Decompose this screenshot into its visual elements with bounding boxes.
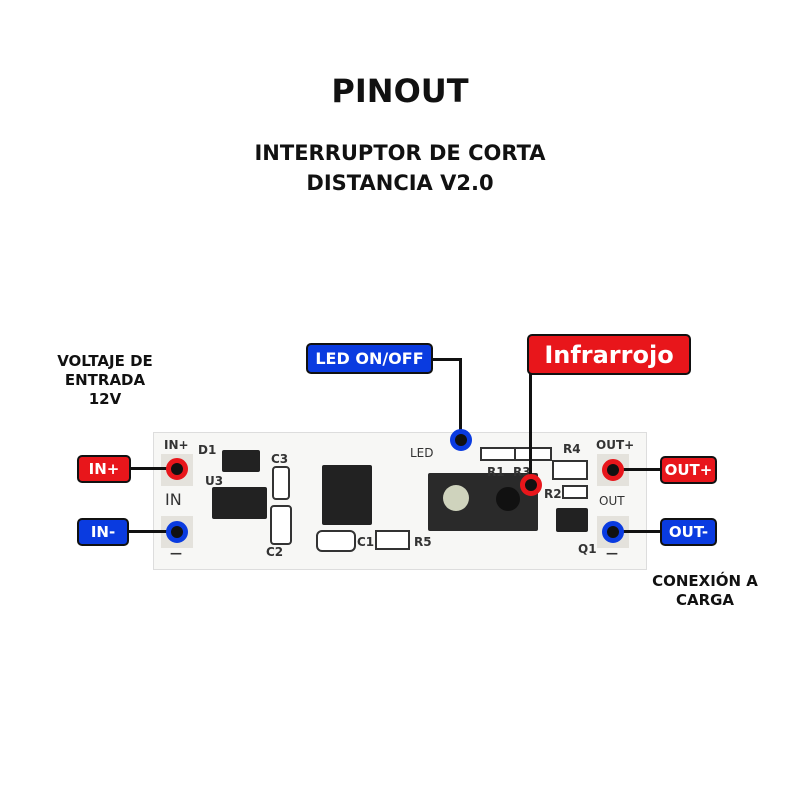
subtitle-line: DISTANCIA V2.0	[306, 171, 494, 195]
silk-label: Q1	[578, 542, 597, 556]
silk-label: —	[606, 546, 618, 560]
tag-out-minus: OUT-	[660, 518, 717, 546]
silk-label: R5	[414, 535, 432, 549]
silk-label: OUT+	[596, 438, 635, 452]
silk-label: LED	[410, 446, 434, 460]
capacitor-c1	[316, 530, 356, 552]
leader-line	[613, 530, 660, 533]
resistor-r1	[480, 447, 518, 461]
note-line: 12V	[88, 390, 122, 408]
resistor-r5	[375, 530, 410, 550]
resistor-r4	[552, 460, 588, 480]
tag-in-minus: IN-	[77, 518, 129, 546]
subtitle: INTERRUPTOR DE CORTA DISTANCIA V2.0	[0, 138, 800, 198]
silk-label: IN	[165, 490, 182, 509]
tag-infrared: Infrarrojo	[527, 334, 691, 375]
note-line: ENTRADA	[64, 371, 146, 389]
silk-label: R4	[563, 442, 581, 456]
note-line: CARGA	[675, 591, 735, 609]
subtitle-line: INTERRUPTOR DE CORTA	[254, 141, 546, 165]
pin-in-minus	[166, 521, 188, 543]
silk-label: R2	[544, 487, 562, 501]
silk-label: D1	[198, 443, 217, 457]
leader-line	[128, 530, 177, 533]
tag-in-plus: IN+	[77, 455, 131, 483]
silk-label: —	[170, 546, 182, 560]
silk-label: C2	[266, 545, 284, 559]
diode-d1	[222, 450, 260, 472]
note-line: VOLTAJE DE	[57, 352, 153, 370]
resistor-r2	[562, 485, 588, 499]
silk-label: C1	[357, 535, 375, 549]
pin-led	[450, 429, 472, 451]
pin-in-plus	[166, 458, 188, 480]
silk-label: IN+	[164, 438, 189, 452]
pin-out-minus	[602, 521, 624, 543]
pin-ir	[520, 474, 542, 496]
capacitor-c2	[270, 505, 292, 545]
leader-line	[432, 358, 462, 361]
ir-emitter-led	[443, 485, 469, 511]
leader-line	[613, 468, 660, 471]
silk-label: U3	[205, 474, 224, 488]
ic-chip	[322, 465, 372, 525]
leader-line	[529, 372, 532, 484]
leader-line	[130, 467, 177, 470]
pin-out-plus	[602, 459, 624, 481]
resistor-r3	[514, 447, 552, 461]
transistor-q1	[556, 508, 588, 532]
silk-label: C3	[271, 452, 289, 466]
note-line: CONEXIÓN A	[652, 572, 758, 590]
leader-line	[459, 358, 462, 440]
page-title: PINOUT	[331, 72, 469, 110]
tag-led-on-off: LED ON/OFF	[306, 343, 433, 374]
tag-out-plus: OUT+	[660, 456, 717, 484]
capacitor-c3	[272, 466, 290, 500]
silk-label: OUT	[599, 494, 625, 508]
ir-receiver	[496, 487, 520, 511]
silk-label: R1	[487, 465, 505, 479]
regulator-u3	[212, 487, 267, 519]
